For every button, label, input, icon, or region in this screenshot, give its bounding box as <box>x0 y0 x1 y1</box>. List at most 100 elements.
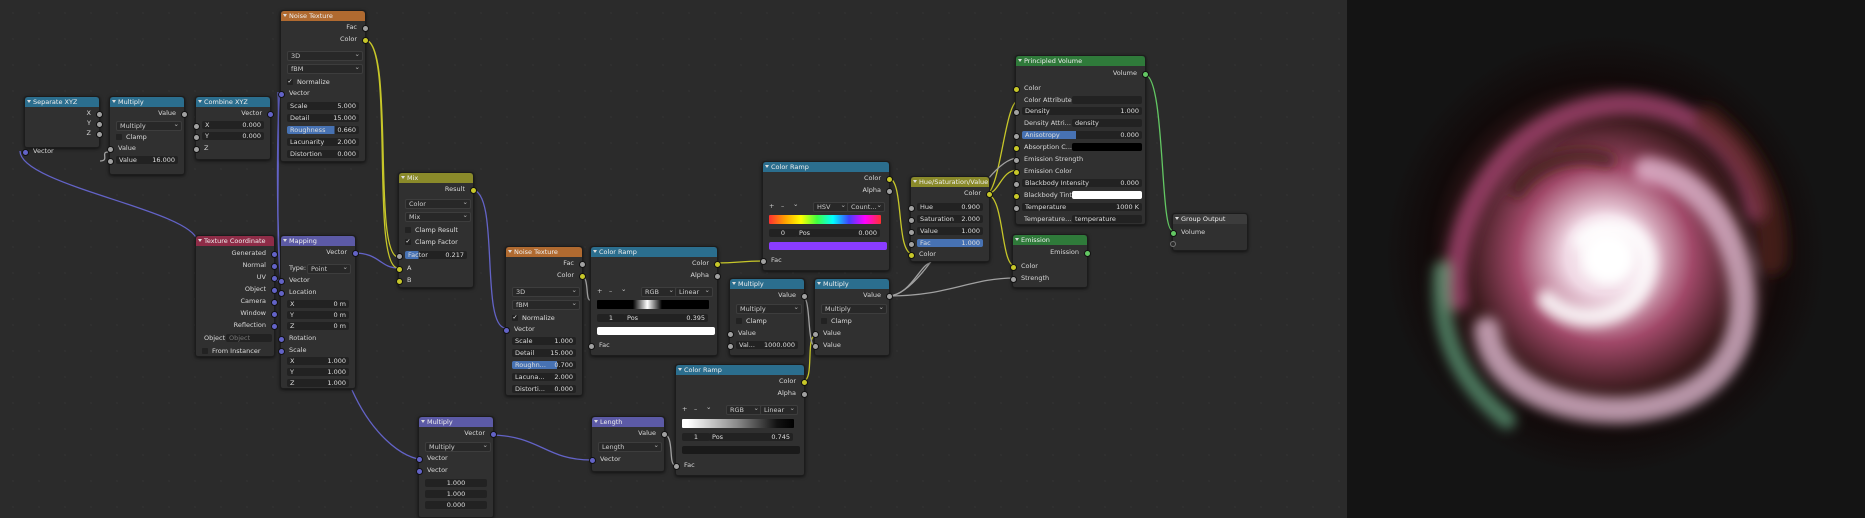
socket-x-in[interactable] <box>193 123 200 130</box>
socket-sat-in[interactable] <box>908 217 915 224</box>
socket-vector-in[interactable] <box>278 91 285 98</box>
socket-value2-in[interactable] <box>727 343 734 350</box>
socket-fac-in[interactable] <box>760 258 767 265</box>
socket-vector-out[interactable] <box>490 431 497 438</box>
roughness-field[interactable]: Roughn...0.700 <box>512 361 576 369</box>
socket-camera[interactable] <box>271 299 278 306</box>
color-ramp-bar[interactable] <box>769 215 881 224</box>
node-vector-multiply[interactable]: Multiply Vector Multiply Vector Vector 1… <box>416 416 497 518</box>
color-mode-dropdown[interactable]: HSV <box>813 202 849 212</box>
stop-color-swatch[interactable] <box>682 446 800 454</box>
add-stop-button[interactable]: + <box>597 287 603 295</box>
temperature-attribute-field[interactable]: temperature <box>1072 215 1142 223</box>
socket-result-out[interactable] <box>470 187 477 194</box>
color-ramp-bar[interactable] <box>682 419 794 428</box>
blend-dropdown[interactable]: Mix <box>405 212 471 222</box>
socket-factor-in[interactable] <box>396 253 403 260</box>
socket-val-in[interactable] <box>908 229 915 236</box>
node-multiply-a[interactable]: Multiply Value Multiply Clamp Value Val.… <box>727 278 808 356</box>
socket-value-out[interactable] <box>181 111 188 118</box>
socket-normal[interactable] <box>271 263 278 270</box>
interpolation-dropdown[interactable]: Linear <box>675 287 713 297</box>
remove-stop-button[interactable]: – <box>694 405 698 413</box>
node-length[interactable]: Length Value Length Vector <box>589 416 668 472</box>
socket-vector2-in[interactable] <box>416 468 423 475</box>
socket-vector1-in[interactable] <box>416 456 423 463</box>
interpolation-dropdown[interactable]: Count... <box>847 202 885 212</box>
socket-vector-out[interactable] <box>267 111 274 118</box>
ramp-menu-button[interactable]: ⌄ <box>621 285 627 293</box>
type-dropdown[interactable]: fBM <box>512 300 580 310</box>
socket-volume-out[interactable] <box>1142 71 1149 78</box>
remove-stop-button[interactable]: – <box>609 287 613 295</box>
stop-color-swatch[interactable] <box>597 327 715 335</box>
node-editor[interactable]: Separate XYZ X Y Z Vector Multiply Value… <box>0 0 1347 518</box>
socket-rotation-in[interactable] <box>278 336 285 343</box>
operation-dropdown[interactable]: Multiply <box>736 304 802 314</box>
socket-value1-in[interactable] <box>812 331 819 338</box>
socket-object[interactable] <box>271 287 278 294</box>
clamp-checkbox[interactable]: Clamp <box>821 317 852 325</box>
node-color-ramp-top[interactable]: Color Ramp Color Alpha + – ⌄ HSV Count..… <box>760 161 893 271</box>
socket-anisotropy-in[interactable] <box>1013 133 1020 140</box>
distortion-field[interactable]: Distorti...0.000 <box>512 385 576 393</box>
object-picker[interactable]: Object <box>226 334 272 342</box>
socket-b-in[interactable] <box>396 278 403 285</box>
socket-blackbody-tint-in[interactable] <box>1013 193 1020 200</box>
socket-z[interactable] <box>96 131 103 138</box>
socket-absorption-in[interactable] <box>1013 145 1020 152</box>
lacunarity-field[interactable]: Lacuna...2.000 <box>512 373 576 381</box>
stop-color-swatch[interactable] <box>769 242 887 250</box>
value-field[interactable]: Value 16.000 <box>116 156 178 164</box>
type-dropdown[interactable]: fBM <box>287 64 363 74</box>
socket-fac-in[interactable] <box>588 343 595 350</box>
operation-dropdown[interactable]: Multiply <box>116 121 182 131</box>
socket-y-in[interactable] <box>193 134 200 141</box>
socket-color-out[interactable] <box>362 37 369 44</box>
socket-value-in[interactable] <box>727 331 734 338</box>
vector-y-field[interactable]: 1.000 <box>425 490 487 498</box>
node-noise-texture-1[interactable]: Noise Texture Fac Color 3D fBM Normalize… <box>278 10 369 162</box>
value-field[interactable]: Val...1000.000 <box>736 341 798 349</box>
socket-color-in[interactable] <box>1010 264 1017 271</box>
socket-a-in[interactable] <box>396 266 403 273</box>
socket-color-out[interactable] <box>986 191 993 198</box>
color-mode-dropdown[interactable]: RGB <box>726 405 762 415</box>
clamp-checkbox[interactable]: Clamp <box>116 133 147 141</box>
from-instancer-checkbox[interactable]: From Instancer <box>202 347 261 355</box>
socket-strength-in[interactable] <box>1010 276 1017 283</box>
socket-alpha-out[interactable] <box>801 391 808 398</box>
socket-empty-in[interactable] <box>1170 241 1176 247</box>
socket-window[interactable] <box>271 311 278 318</box>
socket-fac-out[interactable] <box>362 25 369 32</box>
socket-color-in[interactable] <box>908 252 915 259</box>
clamp-factor-checkbox[interactable]: Clamp Factor <box>405 238 458 246</box>
clamp-checkbox[interactable]: Clamp <box>736 317 767 325</box>
socket-value-in[interactable] <box>107 146 114 153</box>
normalize-checkbox[interactable]: Normalize <box>512 314 555 322</box>
socket-emission-strength-in[interactable] <box>1013 157 1020 164</box>
socket-temperature-in[interactable] <box>1013 205 1020 212</box>
socket-alpha-out[interactable] <box>714 273 721 280</box>
node-noise-texture-2[interactable]: Noise Texture Fac Color 3D fBM Normalize… <box>503 246 586 396</box>
socket-vector-in[interactable] <box>589 457 596 464</box>
node-mapping[interactable]: Mapping Vector Type: Point Vector Locati… <box>278 235 359 389</box>
socket-location-in[interactable] <box>278 290 285 297</box>
socket-scale-in[interactable] <box>278 348 285 355</box>
socket-fac-out[interactable] <box>579 261 586 268</box>
add-stop-button[interactable]: + <box>769 202 775 210</box>
socket-density-in[interactable] <box>1013 109 1020 116</box>
